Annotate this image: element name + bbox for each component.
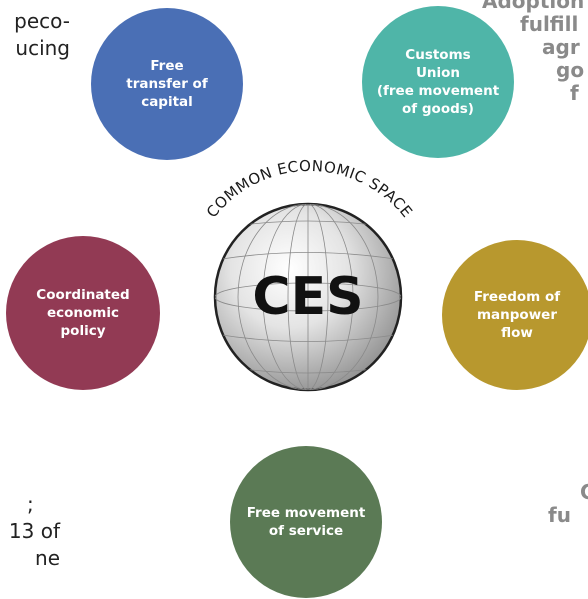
bubble-customs-union: Customs Union (free movement of goods) [362,6,514,158]
bubble-label-line: of goods) [402,101,474,117]
bubble-freedom-of-manpower-flow: Freedom of manpower flow [442,240,588,390]
right-text-line: f [570,81,579,105]
bubble-label-line: of service [268,523,344,539]
right-text-line: agr [542,35,580,59]
left-text-line: ne [35,546,60,570]
bubble-label-line: transfer of [126,76,208,92]
bubble-label-line: Free [150,58,184,74]
left-text-line: peco- [14,9,70,33]
right-text-top: Adoption fulfill agr go f [474,0,588,105]
bubble-coordinated-economic-policy: Coordinated economic policy [6,236,160,390]
bubble-label-line: policy [60,323,106,339]
bubble-label-line: capital [141,94,193,110]
bubble-label-line: Free movement [246,505,366,521]
bubble-label-line: flow [501,325,533,341]
globe-center-label: CES [252,267,363,327]
bubble-label-line: (free movement [376,83,500,99]
bubble-label-line: Customs [405,47,471,63]
right-text-line: go [556,58,585,82]
left-text-line: ; [27,492,34,516]
globe-grid [215,204,401,390]
left-text-top: peco- ucing [0,8,70,62]
bubble-label-line: manpower [476,307,557,323]
bubble-label-line: economic [46,305,119,321]
bubble-free-movement-of-service: Free movement of service [230,446,382,598]
right-text-line: Adoption [482,0,585,13]
right-text-line: fulfill [520,12,579,36]
left-text-line: 13 of [8,519,60,543]
left-text-bottom: ; 13 of ne [0,491,60,572]
right-text-line: C [580,480,588,504]
left-text-line: ucing [15,36,70,60]
bubble-free-transfer-of-capital: Free transfer of capital [91,8,243,160]
right-text-line: fu [548,503,571,527]
bubble-label-line: Freedom of [473,289,561,305]
bubble-label-line: Coordinated [36,287,130,303]
bubble-label-line: Union [415,65,461,81]
right-text-bottom: C fu [500,481,588,527]
